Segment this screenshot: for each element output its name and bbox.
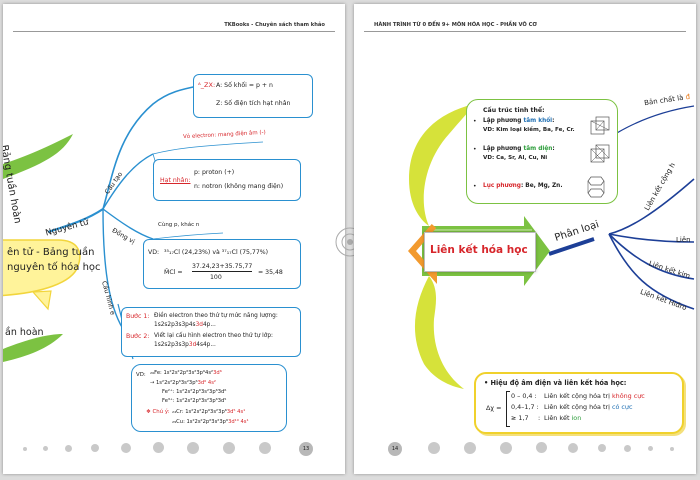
isotope-numerator: 37.24,23+35.75,77 (192, 263, 253, 272)
cr-config: ₂₄Cr: 1s²2s²2p⁶3s²3p⁶3d⁵ 4s¹ (172, 409, 246, 415)
right-page-number: 14 (388, 442, 402, 456)
range-3-colon: : (538, 414, 541, 422)
bullet-1: • (473, 118, 477, 125)
fe-vd: VD: (136, 372, 146, 378)
atom-notation-box: ᴬ_ZX: A: Số khối = p + n Z: Số điện tích… (193, 74, 313, 118)
bullet-2: • (473, 146, 477, 153)
fe-rearranged: → 1s²2s²2p⁶3s²3p⁶3d⁶ 4s² (150, 380, 216, 386)
center-title-line2: nguyên tố hóa học (7, 262, 101, 273)
range-3-text: Liên kết ion (544, 414, 582, 422)
crystal-structure-box: Cấu trúc tinh thể: • Lập phương tâm khối… (466, 99, 618, 204)
isotope-box: VD: ³⁵₁₇Cl (24,23%) và ³⁷₁₇Cl (75,77%) M… (143, 239, 301, 289)
fe2-config: Fe²⁺: 1s²2s²2p⁶3s²3p⁶3d⁶ (162, 389, 227, 395)
range-3: ≥ 1,7 (511, 414, 529, 422)
crystal-item1: Lập phương tâm khối: (483, 118, 555, 124)
fcc-cube-icon (590, 144, 610, 163)
nucleus-proton: p: proton (+) (194, 169, 235, 176)
range-1-text: Liên kết cộng hóa trị không cực (544, 392, 645, 400)
branch-lien: Liên (676, 236, 691, 244)
isotope-mcl-label: M̄Cl = (164, 269, 183, 276)
isotope-note: Cùng p, khác n (158, 222, 200, 228)
bcc-cube-icon (590, 116, 610, 135)
right-page: HÀNH TRÌNH TỪ 0 ĐẾN 9+ MÔN HÓA HỌC - PHẦ… (354, 4, 696, 474)
range-1: 0 – 0,4 : (511, 392, 537, 400)
green-branch-bottom (3, 334, 63, 362)
crystal-title: Cấu trúc tinh thể: (483, 107, 545, 114)
brace (506, 391, 510, 427)
branch-tuan-hoan: ần hoàn (5, 327, 44, 338)
fe-config-box: VD: ₂₆Fe: 1s²2s²2p⁶3s²3p⁶4s²3d⁶ → 1s²2s²… (131, 364, 287, 432)
crystal-item3: Lục phương: Be, Mg, Zn. (483, 183, 563, 189)
nucleus-label: Hạt nhân: (160, 177, 191, 184)
crystal-item2-example: VD: Ca, Sr, Al, Cu, Ni (483, 155, 548, 161)
left-page-header: TKBooks - Chuyên sách tham khảo (224, 22, 325, 28)
electroneg-title: • Hiệu độ âm điện và liên kết hóa học: (484, 379, 627, 387)
range-2: 0,4–1,7 : (511, 403, 539, 411)
spine-decoration (335, 227, 365, 257)
left-header-rule (13, 31, 335, 32)
step2-label: Bước 2: (126, 333, 150, 340)
atom-symbol: ᴬ_ZX: (198, 81, 216, 89)
cu-config: ₂₉Cu: 1s²2s²2p⁶3s²3p⁶3d¹⁰ 4s¹ (172, 419, 249, 425)
atom-mass-number: A: Số khối = p + n (216, 82, 273, 89)
green-branch-top (3, 134, 73, 179)
electronegativity-box: • Hiệu độ âm điện và liên kết hóa học: Δ… (474, 372, 684, 434)
crystal-item2: Lập phương tâm diện: (483, 146, 555, 152)
isotope-pair: ³⁵₁₇Cl (24,23%) và ³⁷₁₇Cl (75,77%) (164, 249, 269, 256)
step1-text: Điền electron theo thứ tự mức năng lượng… (154, 313, 278, 319)
nucleus-box: Hạt nhân: p: proton (+) n: notron (không… (153, 159, 301, 201)
note-label: ❖ Chú ý: (146, 409, 170, 415)
isotope-result: = 35,48 (258, 269, 283, 276)
right-header-rule (364, 31, 686, 32)
bullet-3: • (473, 183, 477, 190)
fe3-config: Fe³⁺: 1s²2s²2p⁶3s²3p⁶3d⁵ (162, 398, 227, 404)
right-page-dots (354, 442, 696, 454)
isotope-vd: VD: (148, 249, 160, 256)
fe-line: ₂₆Fe: 1s²2s²2p⁶3s²3p⁶4s²3d⁶ (150, 370, 222, 376)
delta-chi: Δχ = (486, 404, 502, 412)
hexagonal-prism-icon (587, 176, 605, 198)
step2-config: 1s2s2p3s3p3d4s4p... (154, 342, 216, 348)
nucleus-neutron: n: notron (không mang điện) (194, 183, 284, 190)
isotope-denominator: 100 (210, 274, 222, 281)
range-2-text: Liên kết cộng hóa trị có cực (544, 403, 633, 411)
config-steps-box: Bước 1: Điền electron theo thứ tự mức nă… (121, 307, 301, 357)
atom-charge: Z: Số điện tích hạt nhân (216, 100, 291, 107)
center-title-line1: ên tử - Bảng tuần (7, 247, 95, 258)
center-title-box (424, 232, 536, 272)
left-page: TKBooks - Chuyên sách tham khảo Bảng tuầ… (3, 4, 345, 474)
left-page-number: 13 (299, 442, 313, 456)
step2-text: Viết lại cấu hình electron theo thứ tự l… (154, 333, 273, 339)
step1-label: Bước 1: (126, 313, 150, 320)
left-mindmap-branches (3, 85, 264, 362)
step1-config: 1s2s2p3s3p4s3d4p... (154, 322, 216, 328)
crystal-item1-example: VD: Kim loại kiềm, Ba, Fe, Cr. (483, 127, 575, 133)
left-page-dots (3, 442, 345, 454)
right-page-header: HÀNH TRÌNH TỪ 0 ĐẾN 9+ MÔN HÓA HỌC - PHẦ… (374, 22, 537, 28)
center-title: Liên kết hóa học (430, 244, 528, 256)
